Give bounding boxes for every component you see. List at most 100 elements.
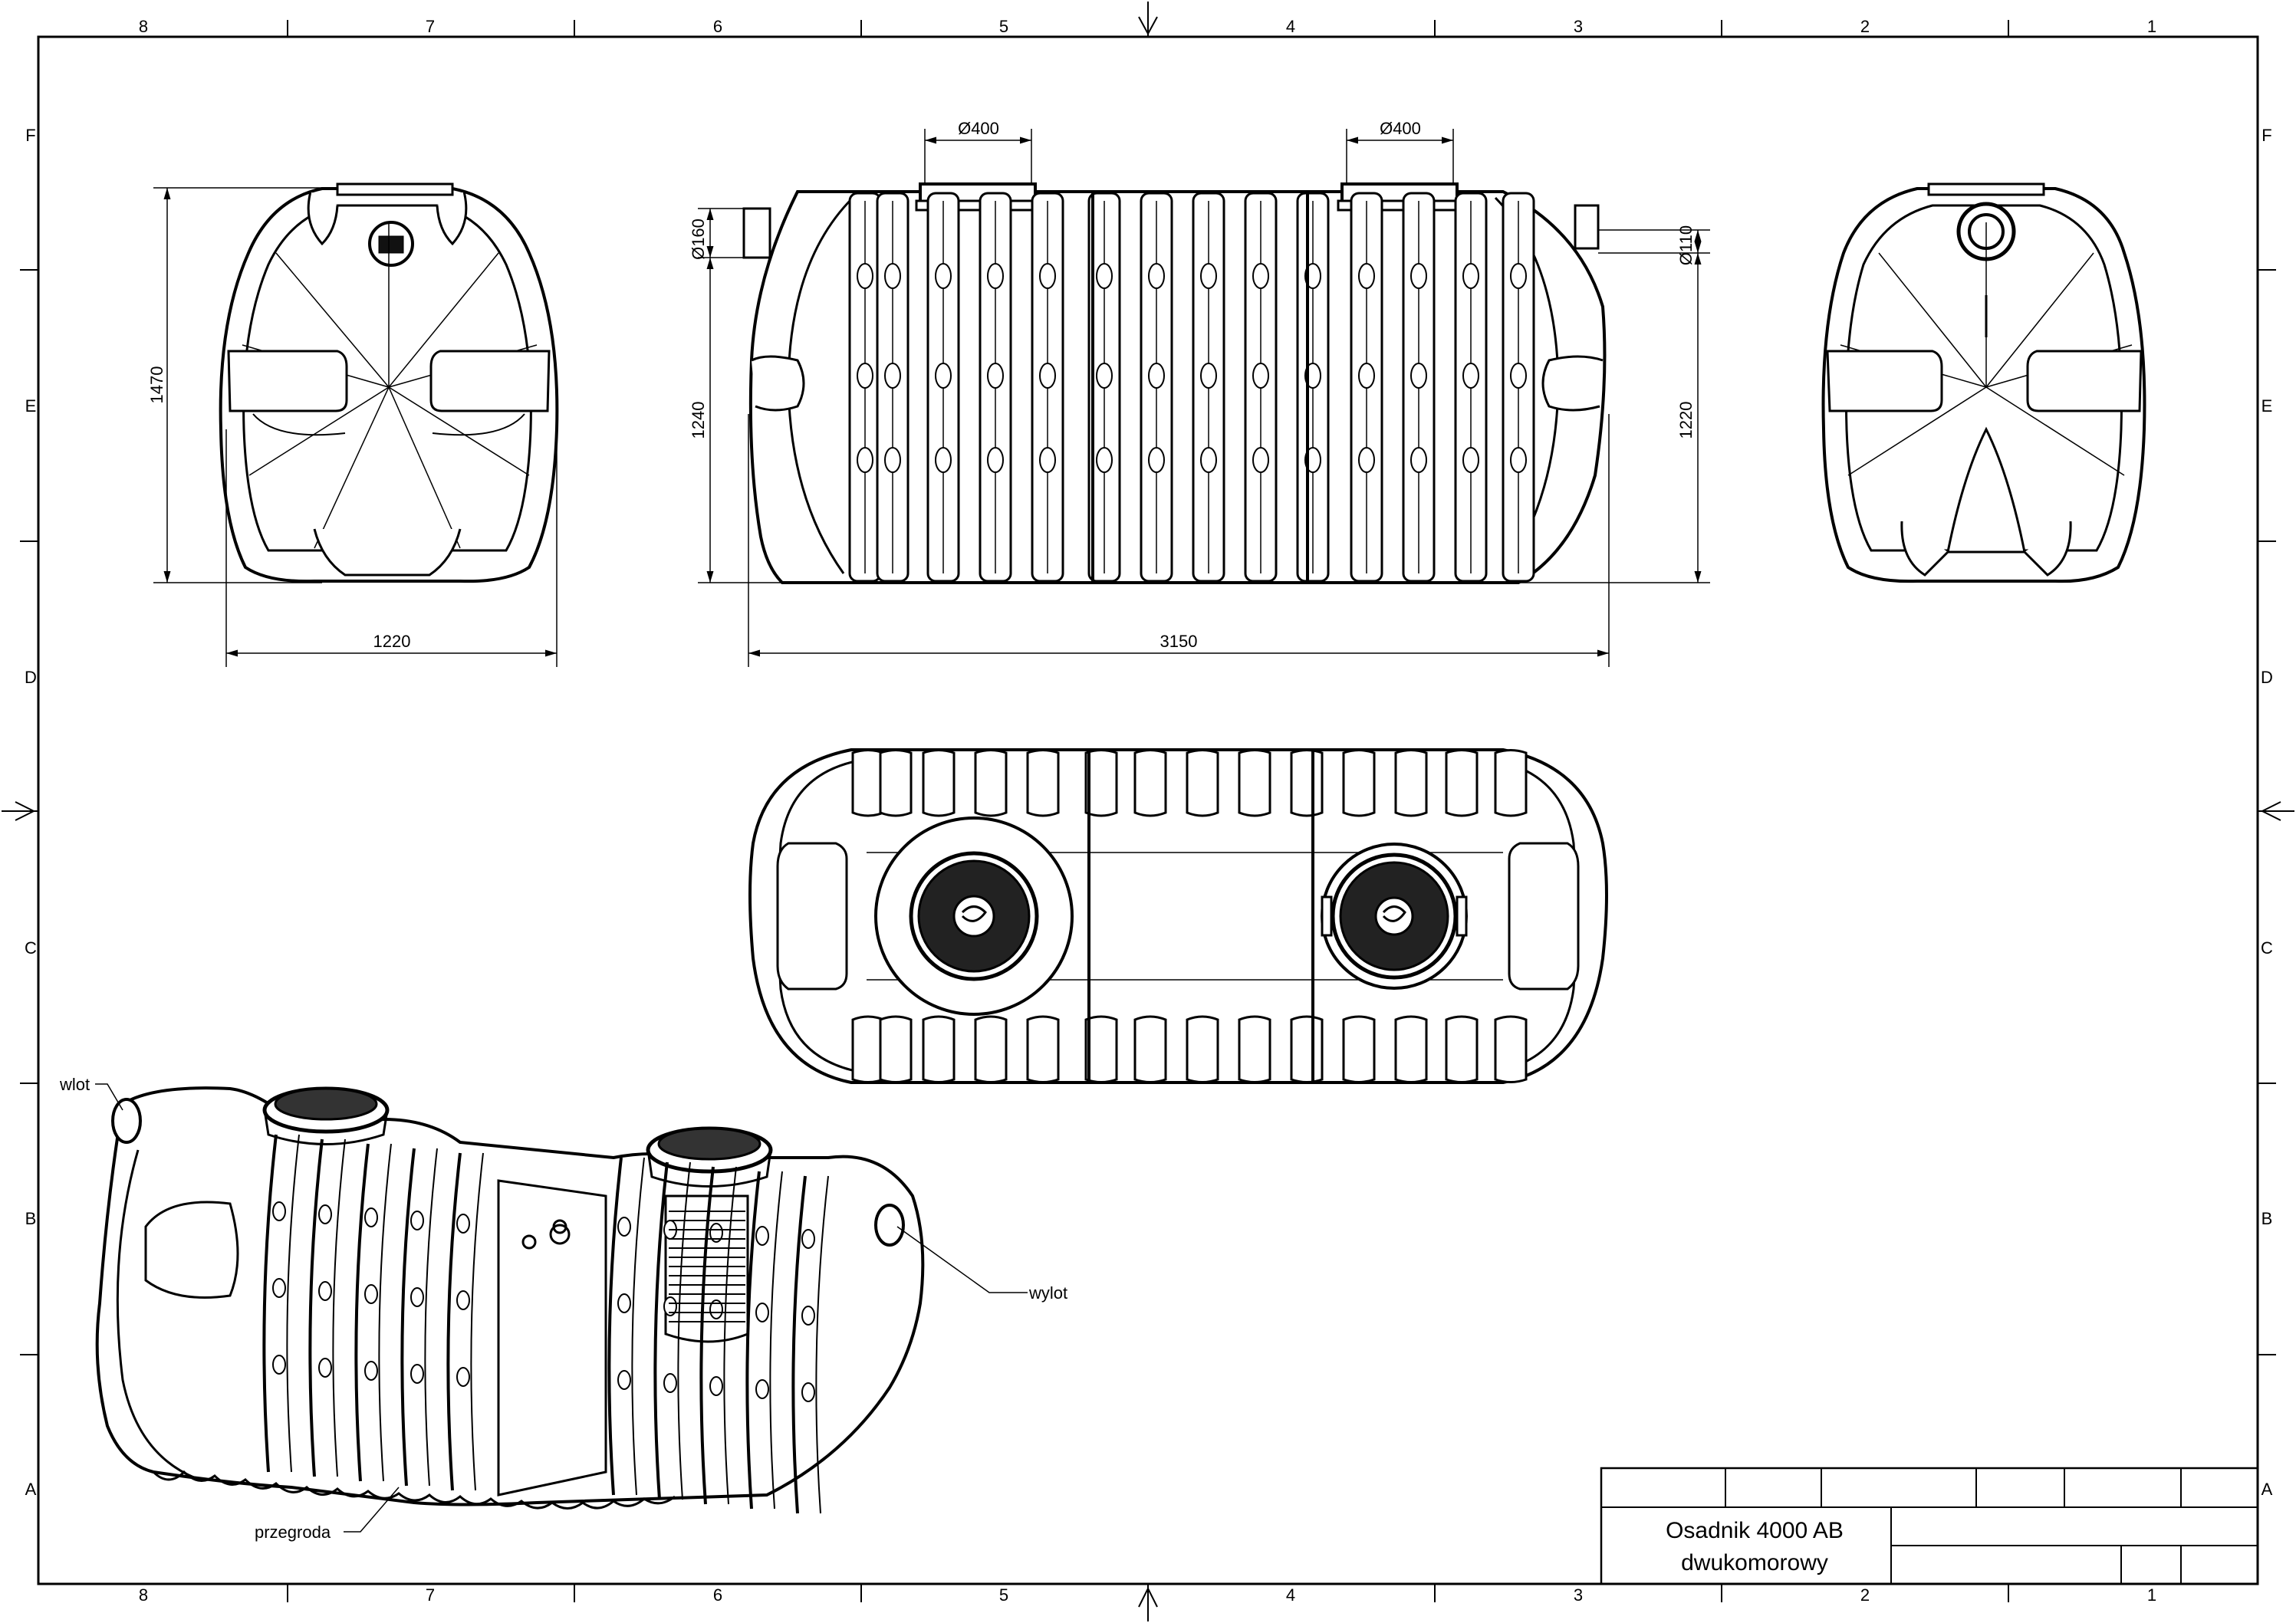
- side-rib-boss: [987, 263, 1004, 289]
- side-rib-boss: [1358, 263, 1375, 289]
- iso-rib: [653, 1161, 669, 1500]
- top-rib-lower: [974, 1015, 1008, 1083]
- iso-rib: [354, 1143, 370, 1482]
- col-number-top-6: 6: [713, 17, 722, 36]
- isometric-view: [95, 1086, 925, 1510]
- iso-rib: [262, 1134, 278, 1473]
- side-rib-boss: [1252, 263, 1269, 289]
- top-rib-upper: [1494, 749, 1528, 817]
- side-rib-boss: [1200, 263, 1217, 289]
- side-rib-boss: [987, 447, 1004, 473]
- side-rib-boss: [1148, 263, 1165, 289]
- col-number-bottom-1: 1: [2147, 1585, 2156, 1605]
- top-rib-upper: [974, 749, 1008, 817]
- row-letter-right-a: A: [2261, 1480, 2273, 1499]
- col-number-bottom-7: 7: [426, 1585, 435, 1605]
- top-rib-lower: [922, 1015, 956, 1083]
- row-letter-left-d: D: [25, 668, 37, 687]
- top-rib-upper: [1394, 749, 1428, 817]
- top-rib-lower: [1342, 1015, 1376, 1083]
- side-rib-boss: [935, 263, 952, 289]
- side-rib-boss: [1510, 447, 1527, 473]
- top-rib-lower: [1290, 1015, 1324, 1083]
- top-rib-upper: [1445, 749, 1479, 817]
- dim-outlet-diameter: Ø110: [1676, 225, 1696, 265]
- col-number-bottom-5: 5: [999, 1585, 1008, 1605]
- iso-outlet-stub: [874, 1204, 905, 1247]
- front-view-dimensions: 1470 1220: [147, 187, 558, 667]
- row-letter-right-f: F: [2261, 126, 2271, 145]
- dim-manhole-left: Ø400: [958, 119, 999, 138]
- col-number-bottom-4: 4: [1286, 1585, 1295, 1605]
- col-number-top-2: 2: [1860, 17, 1870, 36]
- side-rib-boss: [1096, 363, 1113, 389]
- col-number-top-8: 8: [139, 17, 148, 36]
- side-rib-boss: [1410, 363, 1427, 389]
- top-view-manholes: [874, 816, 1468, 1016]
- top-rib-lower: [1445, 1015, 1479, 1083]
- top-rib-lower: [879, 1015, 913, 1083]
- row-letter-right-c: C: [2261, 938, 2273, 958]
- top-rib-lower: [1133, 1015, 1167, 1083]
- row-letter-left-c: C: [25, 938, 37, 958]
- side-rib-boss: [1358, 363, 1375, 389]
- top-rib-upper: [1133, 749, 1167, 817]
- side-view-ribs: [848, 192, 1535, 583]
- iso-view-ribs: [262, 1134, 829, 1514]
- side-rib-boss: [884, 447, 901, 473]
- row-letter-left-f: F: [25, 126, 35, 145]
- col-number-top-3: 3: [1574, 17, 1583, 36]
- side-rib-boss: [1410, 263, 1427, 289]
- top-rib-lower: [851, 1015, 885, 1083]
- side-rib-boss: [987, 363, 1004, 389]
- top-rib-lower: [1186, 1015, 1219, 1083]
- inlet-pipe: [742, 207, 771, 259]
- side-rib-boss: [1200, 363, 1217, 389]
- top-rib-upper: [851, 749, 885, 817]
- iso-rib: [699, 1166, 715, 1505]
- dim-length: 3150: [1160, 632, 1198, 651]
- dim-outlet-height: 1220: [1676, 402, 1696, 439]
- side-rib-boss: [1148, 447, 1165, 473]
- dim-inlet-height: 1240: [689, 402, 708, 439]
- outlet-pipe: [1574, 204, 1600, 250]
- top-rib-upper: [1238, 749, 1271, 817]
- side-rib-boss: [1096, 447, 1113, 473]
- iso-partition: [497, 1179, 607, 1497]
- side-rib-boss: [884, 263, 901, 289]
- top-rib-upper: [879, 749, 913, 817]
- iso-rib: [791, 1175, 807, 1514]
- col-number-top-4: 4: [1286, 17, 1295, 36]
- side-rib-boss: [1510, 363, 1527, 389]
- row-letter-left-a: A: [25, 1480, 37, 1499]
- label-outlet: wylot: [1028, 1283, 1067, 1303]
- top-view-ribs: [851, 749, 1528, 1083]
- side-rib-boss: [1462, 447, 1479, 473]
- side-rib-boss: [1252, 447, 1269, 473]
- iso-rib: [446, 1152, 462, 1491]
- side-view-dimensions: Ø400 Ø400 Ø160 1240 Ø110 1220 3150: [689, 119, 1710, 667]
- iso-rib: [607, 1157, 623, 1496]
- col-number-bottom-3: 3: [1574, 1585, 1583, 1605]
- front-view: [219, 182, 559, 583]
- top-rib-lower: [1084, 1015, 1118, 1083]
- top-rib-lower: [1394, 1015, 1428, 1083]
- side-rib-boss: [1252, 363, 1269, 389]
- top-rib-upper: [922, 749, 956, 817]
- top-rib-upper: [1290, 749, 1324, 817]
- top-rib-upper: [1084, 749, 1118, 817]
- side-rib-boss: [935, 447, 952, 473]
- side-rib-boss: [1358, 447, 1375, 473]
- iso-rib: [745, 1171, 761, 1510]
- top-rib-upper: [1342, 749, 1376, 817]
- side-rib-boss: [1096, 263, 1113, 289]
- side-rib-boss: [857, 363, 873, 389]
- row-letter-right-d: D: [2261, 668, 2273, 687]
- iso-inlet-stub: [111, 1098, 142, 1144]
- dim-front-height: 1470: [147, 366, 166, 404]
- top-rib-upper: [1186, 749, 1219, 817]
- back-view: [1821, 182, 2146, 583]
- side-rib-boss: [1410, 447, 1427, 473]
- side-rib-boss: [935, 363, 952, 389]
